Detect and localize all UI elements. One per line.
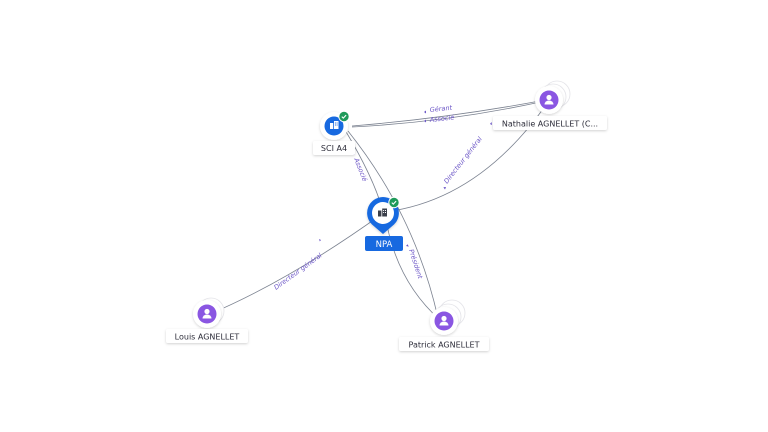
check-badge-icon <box>338 110 350 123</box>
arrow-marker <box>443 187 446 190</box>
edge-label-associe-nathalie: Associé <box>428 113 454 124</box>
edge-label-dg-nathalie: Directeur général <box>442 135 484 185</box>
person-icon <box>439 315 449 326</box>
arrow-marker <box>424 119 426 123</box>
building-icon <box>330 121 339 129</box>
building-icon <box>378 208 387 217</box>
edge-label-gerant: Gérant <box>429 104 453 114</box>
arrow-marker <box>406 244 409 247</box>
person-label-patrick: Patrick AGNELLET <box>408 341 479 350</box>
edge-label-president: Président <box>407 248 424 280</box>
company-label-sci: SCI A4 <box>321 144 347 153</box>
edge-sci-nathalie-gerant[interactable] <box>351 99 546 127</box>
node-person-patrick[interactable]: Patrick AGNELLET <box>399 299 489 351</box>
edge-sci-nathalie-associe[interactable] <box>351 100 546 128</box>
person-label-nathalie: Nathalie AGNELLET (C... <box>502 120 598 129</box>
edge-label-dg-louis: Directeur général <box>272 251 323 291</box>
arrow-marker <box>424 110 426 114</box>
node-person-louis[interactable]: Louis AGNELLET <box>166 297 248 343</box>
node-sci-a4[interactable]: SCI A4 <box>313 110 355 155</box>
edge-sci-patrick[interactable] <box>347 130 439 319</box>
npa-label: NPA <box>376 240 393 250</box>
person-icon <box>202 308 212 319</box>
person-icon <box>544 94 554 105</box>
node-npa[interactable]: NPA <box>365 196 403 251</box>
person-label-louis: Louis AGNELLET <box>175 333 240 342</box>
arrow-marker <box>319 239 321 242</box>
arrow-marker <box>490 122 492 125</box>
node-person-nathalie[interactable]: Nathalie AGNELLET (C... <box>493 80 607 130</box>
check-badge-icon <box>388 196 400 209</box>
edge-npa-louis[interactable] <box>209 213 383 315</box>
npa-label-bg <box>365 236 403 251</box>
